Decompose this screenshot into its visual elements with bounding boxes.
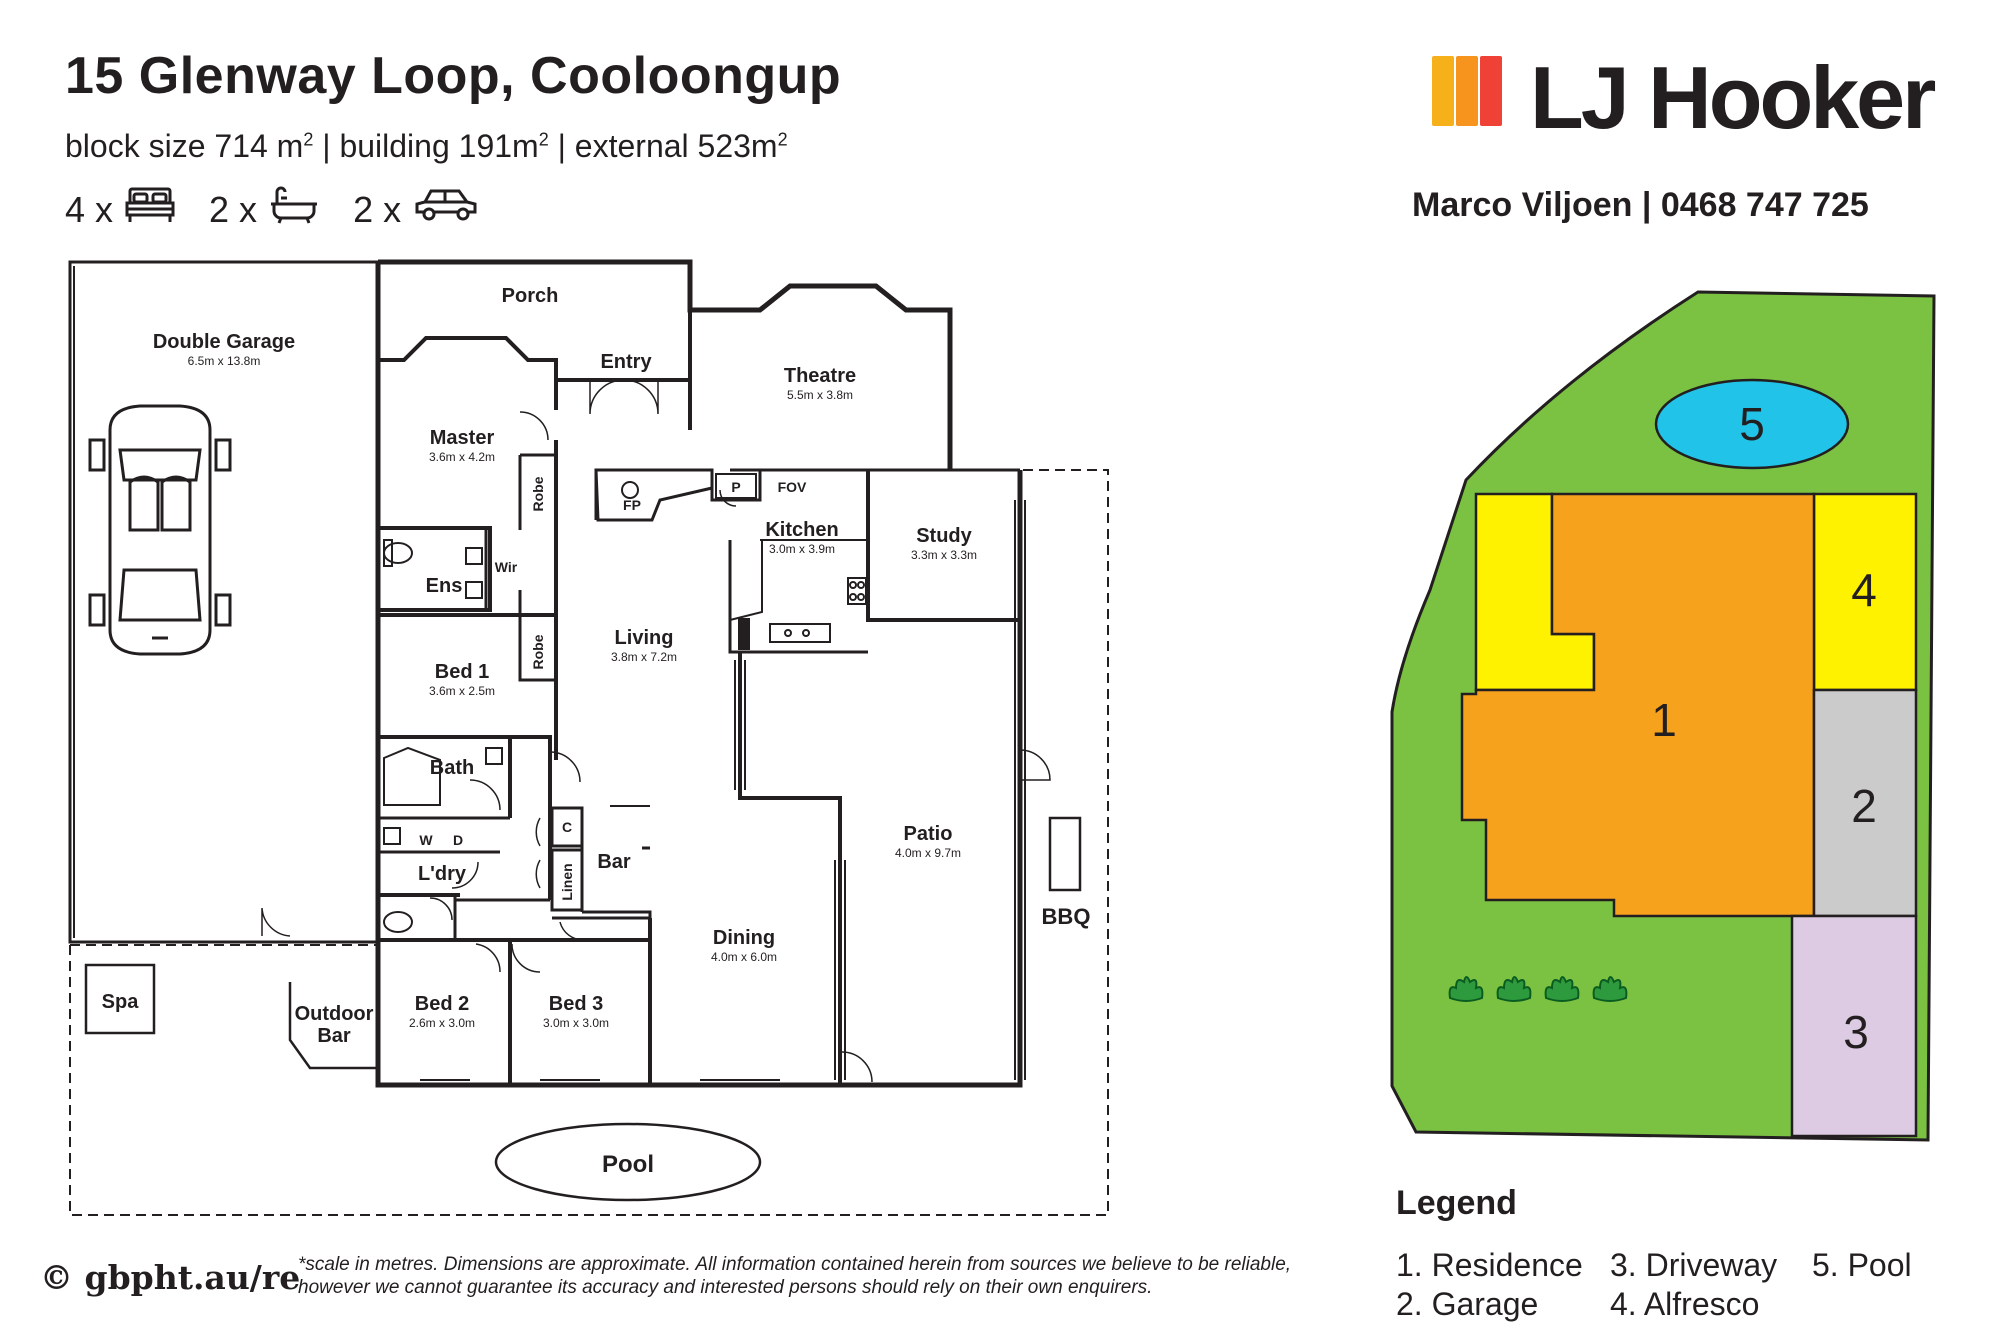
site-plan: 5 4 1 2 3 — [1390, 290, 1936, 1142]
room-label: Spa — [102, 991, 140, 1013]
disclaimer-text: *scale in metres. Dimensions are approxi… — [298, 1254, 1292, 1298]
site-label-1: 1 — [1651, 694, 1677, 746]
site-label-4: 4 — [1851, 564, 1877, 616]
room-dimensions: 3.0m x 3.9m — [769, 542, 835, 556]
room-label: Theatre — [784, 365, 856, 387]
outer-walls — [375, 262, 1023, 1088]
pantry-label: P — [731, 479, 740, 495]
lj-hooker-logo-mark — [1432, 48, 1522, 133]
site-label-5: 5 — [1739, 398, 1765, 450]
room-label: L'dry — [418, 863, 467, 885]
legend-item-alfresco: 4. Alfresco — [1610, 1286, 1760, 1322]
shrub-icons — [1448, 976, 1628, 1002]
dryer-label: D — [453, 832, 463, 848]
block-size-text: block size 714 m — [65, 128, 304, 164]
room-dimensions: 3.0m x 3.0m — [543, 1016, 609, 1030]
sq-sup: 2 — [777, 129, 788, 150]
site-driveway — [1790, 914, 1918, 1138]
master-robe-label: Robe — [530, 476, 546, 511]
property-size-summary: block size 714 m2 | building 191m2 | ext… — [65, 128, 788, 165]
spa-outline — [84, 963, 156, 1035]
room-dimensions: 2.6m x 3.0m — [409, 1016, 475, 1030]
linen-label: Linen — [559, 863, 575, 900]
room-label: Bed 1 — [435, 661, 489, 683]
legend-item-driveway: 3. Driveway — [1610, 1247, 1778, 1283]
room-dimensions: 4.0m x 6.0m — [711, 950, 777, 964]
room-dimensions: 4.0m x 9.7m — [895, 846, 961, 860]
room-label: Wir — [495, 559, 518, 575]
car-count: 2 x — [353, 188, 402, 230]
room-dimensions: 3.8m x 7.2m — [611, 650, 677, 664]
external-size-text: | external 523m — [557, 128, 778, 164]
agent-contact: Marco Viljoen | 0468 747 725 — [1412, 186, 1869, 224]
room-label: Bed 2 — [415, 993, 469, 1015]
site-garage — [1812, 688, 1918, 918]
shrub-icon — [1496, 976, 1532, 1002]
room-label: Study — [916, 525, 972, 547]
sq-sup: 2 — [538, 129, 549, 150]
pool-outline — [494, 1122, 762, 1202]
room-dimensions: 3.6m x 2.5m — [429, 684, 495, 698]
fireplace-label: FP — [623, 497, 641, 513]
fov-label: FOV — [778, 479, 807, 495]
site-label-3: 3 — [1843, 1006, 1869, 1058]
cupboard-label: C — [562, 819, 572, 835]
outdoor-bar-outline — [288, 982, 378, 1070]
shrub-icon — [1448, 976, 1484, 1002]
shrub-icon — [1592, 976, 1628, 1002]
site-pool — [1654, 378, 1850, 470]
room-label: Bar — [597, 851, 631, 873]
washer-label: W — [419, 832, 433, 848]
bath-count: 2 x — [209, 188, 258, 230]
brand-name: LJ Hooker — [1530, 48, 1936, 147]
room-label: Kitchen — [765, 519, 838, 541]
bbq-outline — [1048, 816, 1082, 892]
room-label: Dining — [713, 927, 775, 949]
room-dimensions: Bar — [317, 1025, 351, 1047]
copyright-notice: © gbpht.au/re — [40, 1258, 301, 1297]
room-label: Patio — [904, 823, 953, 845]
bed-icon — [125, 186, 175, 233]
room-label: Bath — [430, 757, 474, 779]
building-size-text: | building 191m — [322, 128, 539, 164]
room-label: Ens — [426, 575, 463, 597]
room-dimensions: 3.3m x 3.3m — [911, 548, 977, 562]
legend-item-residence: 1. Residence — [1396, 1247, 1583, 1283]
property-address-title: 15 Glenway Loop, Cooloongup — [65, 47, 842, 105]
shrub-icon — [1544, 976, 1580, 1002]
room-label: Entry — [600, 351, 652, 373]
sq-sup: 2 — [303, 129, 314, 150]
room-label: Living — [615, 627, 674, 649]
room-label: Master — [430, 427, 495, 449]
site-label-2: 2 — [1851, 780, 1877, 832]
bed-count: 4 x — [65, 188, 114, 230]
room-label: Pool — [602, 1151, 654, 1178]
room-label: Double Garage — [153, 331, 295, 353]
room-dimensions: 3.6m x 4.2m — [429, 450, 495, 464]
car-icon — [413, 186, 479, 233]
room-dimensions: 6.5m x 13.8m — [188, 354, 261, 368]
car-topview-icon — [88, 404, 232, 656]
bed1-robe-label: Robe — [530, 634, 546, 669]
legend-item-pool: 5. Pool — [1812, 1247, 1912, 1283]
legend-title: Legend — [1396, 1184, 1517, 1222]
site-residence — [1460, 492, 1816, 918]
bathtub-icon — [269, 186, 319, 233]
room-dimensions: 5.5m x 3.8m — [787, 388, 853, 402]
room-label: Porch — [502, 285, 559, 307]
room-label: Outdoor — [295, 1003, 374, 1025]
legend-item-garage: 2. Garage — [1396, 1286, 1539, 1322]
room-count-summary: 4 x 2 x 2 x — [65, 186, 513, 233]
outdoor-boundary — [69, 469, 1109, 1216]
room-label: Bed 3 — [549, 993, 603, 1015]
front-walls — [378, 259, 953, 470]
room-label: BBQ — [1042, 904, 1091, 929]
